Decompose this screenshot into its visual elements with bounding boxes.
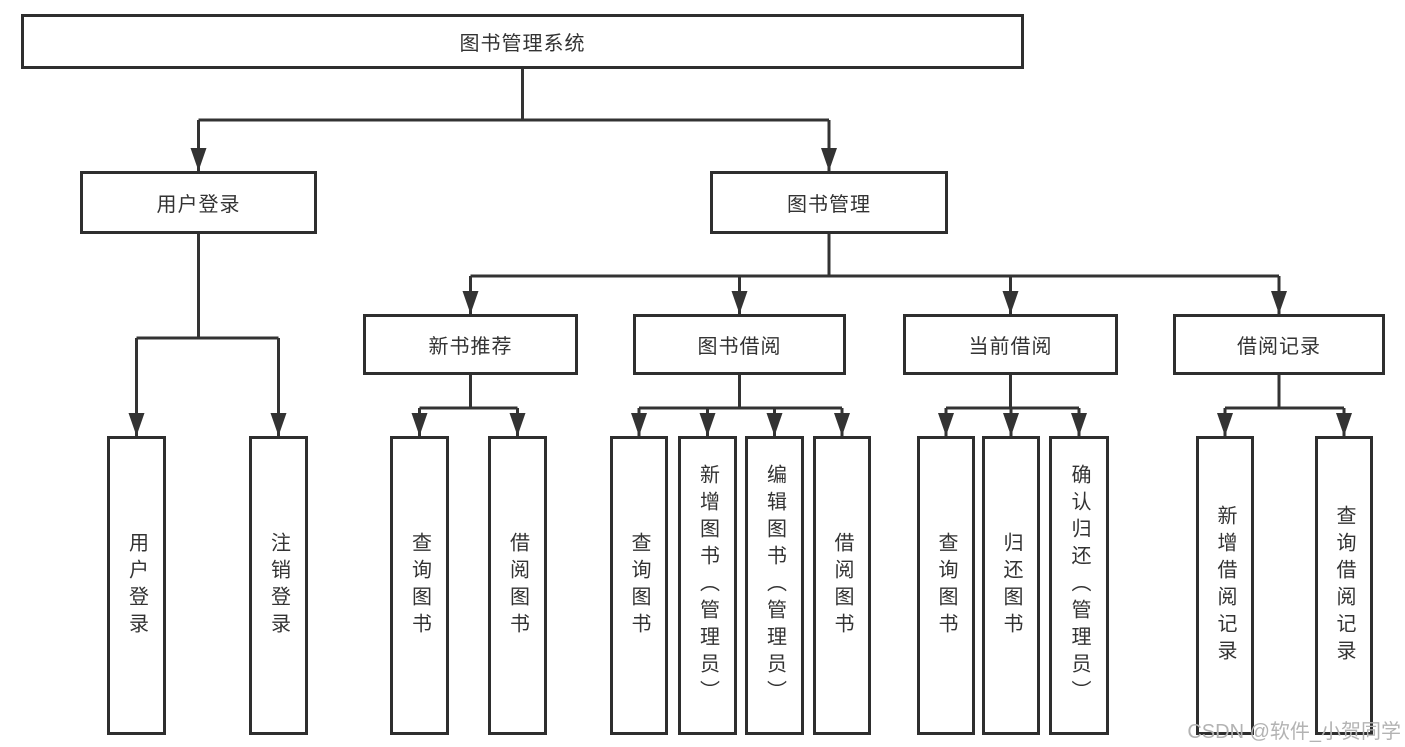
node-leaf-query-books-borrow: 查询图书 bbox=[610, 436, 668, 735]
node-leaf-add-borrow-record: 新增借阅记录 bbox=[1196, 436, 1254, 735]
node-leaf-edit-book-admin: 编辑图书（管理员） bbox=[745, 436, 804, 735]
node-leaf-logout: 注销登录 bbox=[249, 436, 308, 735]
node-book-management: 图书管理 bbox=[710, 171, 948, 234]
node-label: 查询图书 bbox=[935, 531, 957, 640]
node-user-login: 用户登录 bbox=[80, 171, 317, 234]
node-leaf-return-book: 归还图书 bbox=[982, 436, 1040, 735]
node-book-borrow: 图书借阅 bbox=[633, 314, 846, 375]
node-label: 用户登录 bbox=[156, 194, 241, 216]
node-leaf-add-book-admin: 新增图书（管理员） bbox=[678, 436, 737, 735]
node-label: 借阅记录 bbox=[1237, 336, 1321, 358]
node-label: 确认归还（管理员） bbox=[1068, 464, 1090, 707]
node-leaf-query-books-current: 查询图书 bbox=[917, 436, 975, 735]
node-label: 当前借阅 bbox=[968, 336, 1053, 358]
node-leaf-query-books-recommend: 查询图书 bbox=[390, 436, 449, 735]
node-label: 新增借阅记录 bbox=[1214, 504, 1236, 667]
node-root: 图书管理系统 bbox=[21, 14, 1024, 69]
node-label: 编辑图书（管理员） bbox=[763, 464, 786, 707]
node-label: 归还图书 bbox=[1000, 531, 1022, 640]
node-borrow-records: 借阅记录 bbox=[1173, 314, 1385, 375]
node-label: 查询借阅记录 bbox=[1333, 504, 1355, 667]
node-leaf-borrow-books-borrow: 借阅图书 bbox=[813, 436, 871, 735]
node-label: 用户登录 bbox=[125, 531, 148, 640]
node-current-borrow: 当前借阅 bbox=[903, 314, 1118, 375]
node-leaf-borrow-books-recommend: 借阅图书 bbox=[488, 436, 547, 735]
node-label: 新书推荐 bbox=[428, 336, 513, 358]
node-label: 借阅图书 bbox=[831, 531, 853, 640]
node-new-book-recommend: 新书推荐 bbox=[363, 314, 578, 375]
node-label: 注销登录 bbox=[267, 531, 290, 640]
node-label: 图书管理系统 bbox=[459, 33, 586, 55]
node-label: 图书管理 bbox=[787, 194, 871, 216]
node-leaf-confirm-return-admin: 确认归还（管理员） bbox=[1049, 436, 1109, 735]
node-leaf-user-login: 用户登录 bbox=[107, 436, 166, 735]
node-label: 新增图书（管理员） bbox=[696, 464, 719, 707]
node-label: 图书借阅 bbox=[697, 336, 782, 358]
node-label: 查询图书 bbox=[408, 531, 431, 640]
csdn-watermark: CSDN @软件_小贺同学 bbox=[1187, 721, 1401, 743]
node-leaf-query-borrow-record: 查询借阅记录 bbox=[1315, 436, 1373, 735]
node-label: 借阅图书 bbox=[506, 531, 529, 640]
node-label: 查询图书 bbox=[628, 531, 650, 640]
tree-edges bbox=[135, 69, 1346, 436]
